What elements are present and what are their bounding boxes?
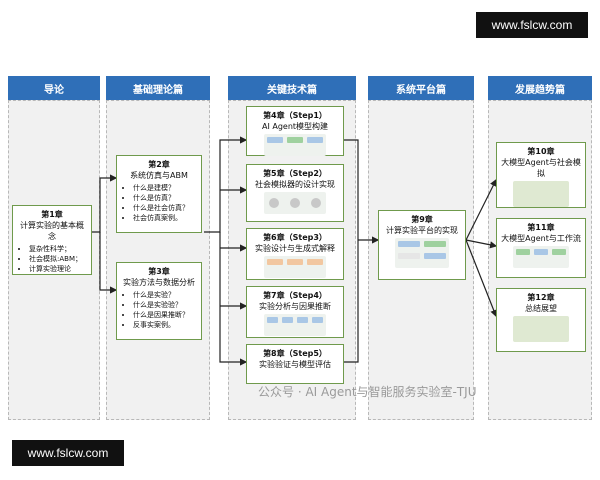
chapter-title: 实验方法与数据分析 xyxy=(123,278,195,287)
chapter-card-4[interactable]: 第4章（Step1） AI Agent模型构建 xyxy=(246,106,344,156)
chapter-card-1[interactable]: 第1章 计算实验的基本概念 复杂性科学； 社会模拟:ABM； 计算实验理论 xyxy=(12,205,92,275)
chapter-thumbnail xyxy=(264,134,326,156)
chapter-number: 第3章 xyxy=(148,267,170,276)
bullet-item: 什么是实验？ xyxy=(133,290,197,300)
watermark-top: www.fslcw.com xyxy=(476,12,588,38)
chapter-title: 计算实验的基本概念 xyxy=(20,221,84,241)
column-header-trends: 发展趋势篇 xyxy=(488,76,592,100)
chapter-number: 第11章 xyxy=(527,223,555,232)
chapter-title: 总结展望 xyxy=(525,304,557,313)
chapter-number: 第5章（Step2） xyxy=(263,169,327,178)
chapter-title: 大模型Agent与社会模拟 xyxy=(501,158,581,178)
chapter-card-8[interactable]: 第8章（Step5） 实验验证与模型评估 xyxy=(246,344,344,384)
column-header-platform: 系统平台篇 xyxy=(368,76,474,100)
chapter-title: 实验设计与生成式解释 xyxy=(255,244,335,253)
chapter-thumbnail xyxy=(513,316,569,342)
chapter-card-11[interactable]: 第11章 大模型Agent与工作流 xyxy=(496,218,586,278)
chapter-card-3[interactable]: 第3章 实验方法与数据分析 什么是实验？ 什么是实验验？ 什么是因果推断？ 反事… xyxy=(116,262,202,340)
chapter-card-9[interactable]: 第9章 计算实验平台的实现 xyxy=(378,210,466,280)
chapter-thumbnail xyxy=(513,246,569,268)
column-header-theory: 基础理论篇 xyxy=(106,76,210,100)
chapter-number: 第7章（Step4） xyxy=(263,291,327,300)
chapter-title: 实验验证与模型评估 xyxy=(259,360,331,369)
chapter-thumbnail xyxy=(264,256,326,278)
chapter-title: 系统仿真与ABM xyxy=(130,171,188,180)
column-header-tech: 关键技术篇 xyxy=(228,76,356,100)
bullet-item: 社会模拟:ABM； xyxy=(29,254,87,264)
chapter-bullets: 复杂性科学； 社会模拟:ABM； 计算实验理论 xyxy=(23,244,87,274)
watermark-bottom: www.fslcw.com xyxy=(12,440,124,466)
bullet-item: 社会仿真案例。 xyxy=(133,213,197,223)
chapter-thumbnail xyxy=(513,181,569,207)
chapter-number: 第8章（Step5） xyxy=(263,349,327,358)
column-bg-theory xyxy=(106,100,210,420)
chapter-title: 实验分析与因果推断 xyxy=(259,302,331,311)
chapter-title: 计算实验平台的实现 xyxy=(386,226,458,235)
watermark-center: 公众号 · AI Agent与智能服务实验室-TJU xyxy=(258,385,477,399)
chapter-number: 第2章 xyxy=(148,160,170,169)
chapter-card-7[interactable]: 第7章（Step4） 实验分析与因果推断 xyxy=(246,286,344,338)
chapter-title: 大模型Agent与工作流 xyxy=(501,234,581,243)
bullet-item: 什么是实验验？ xyxy=(133,300,197,310)
bullet-item: 计算实验理论 xyxy=(29,264,87,274)
chapter-thumbnail xyxy=(264,314,326,336)
chapter-number: 第6章（Step3） xyxy=(263,233,327,242)
chapter-number: 第9章 xyxy=(411,215,433,224)
column-header-intro: 导论 xyxy=(8,76,100,100)
bullet-item: 什么是社会仿真？ xyxy=(133,203,197,213)
bullet-item: 复杂性科学； xyxy=(29,244,87,254)
chapter-bullets: 什么是实验？ 什么是实验验？ 什么是因果推断？ 反事实案例。 xyxy=(127,290,197,330)
chapter-number: 第10章 xyxy=(527,147,555,156)
chapter-number: 第1章 xyxy=(41,210,63,219)
chapter-card-10[interactable]: 第10章 大模型Agent与社会模拟 xyxy=(496,142,586,208)
chapter-title: AI Agent模型构建 xyxy=(261,122,329,131)
chapter-title: 社会模拟器的设计实现 xyxy=(255,180,335,189)
chapter-thumbnail xyxy=(394,238,450,268)
chapter-number: 第12章 xyxy=(527,293,555,302)
chapter-card-12[interactable]: 第12章 总结展望 xyxy=(496,288,586,352)
chapter-card-5[interactable]: 第5章（Step2） 社会模拟器的设计实现 xyxy=(246,164,344,222)
bullet-item: 反事实案例。 xyxy=(133,320,197,330)
chapter-bullets: 什么是建模？ 什么是仿真？ 什么是社会仿真？ 社会仿真案例。 xyxy=(127,183,197,223)
chapter-card-2[interactable]: 第2章 系统仿真与ABM 什么是建模？ 什么是仿真？ 什么是社会仿真？ 社会仿真… xyxy=(116,155,202,233)
chapter-card-6[interactable]: 第6章（Step3） 实验设计与生成式解释 xyxy=(246,228,344,280)
bullet-item: 什么是建模？ xyxy=(133,183,197,193)
chapter-thumbnail xyxy=(264,192,326,214)
bullet-item: 什么是因果推断？ xyxy=(133,310,197,320)
chapter-number: 第4章（Step1） xyxy=(263,111,327,120)
bullet-item: 什么是仿真？ xyxy=(133,193,197,203)
